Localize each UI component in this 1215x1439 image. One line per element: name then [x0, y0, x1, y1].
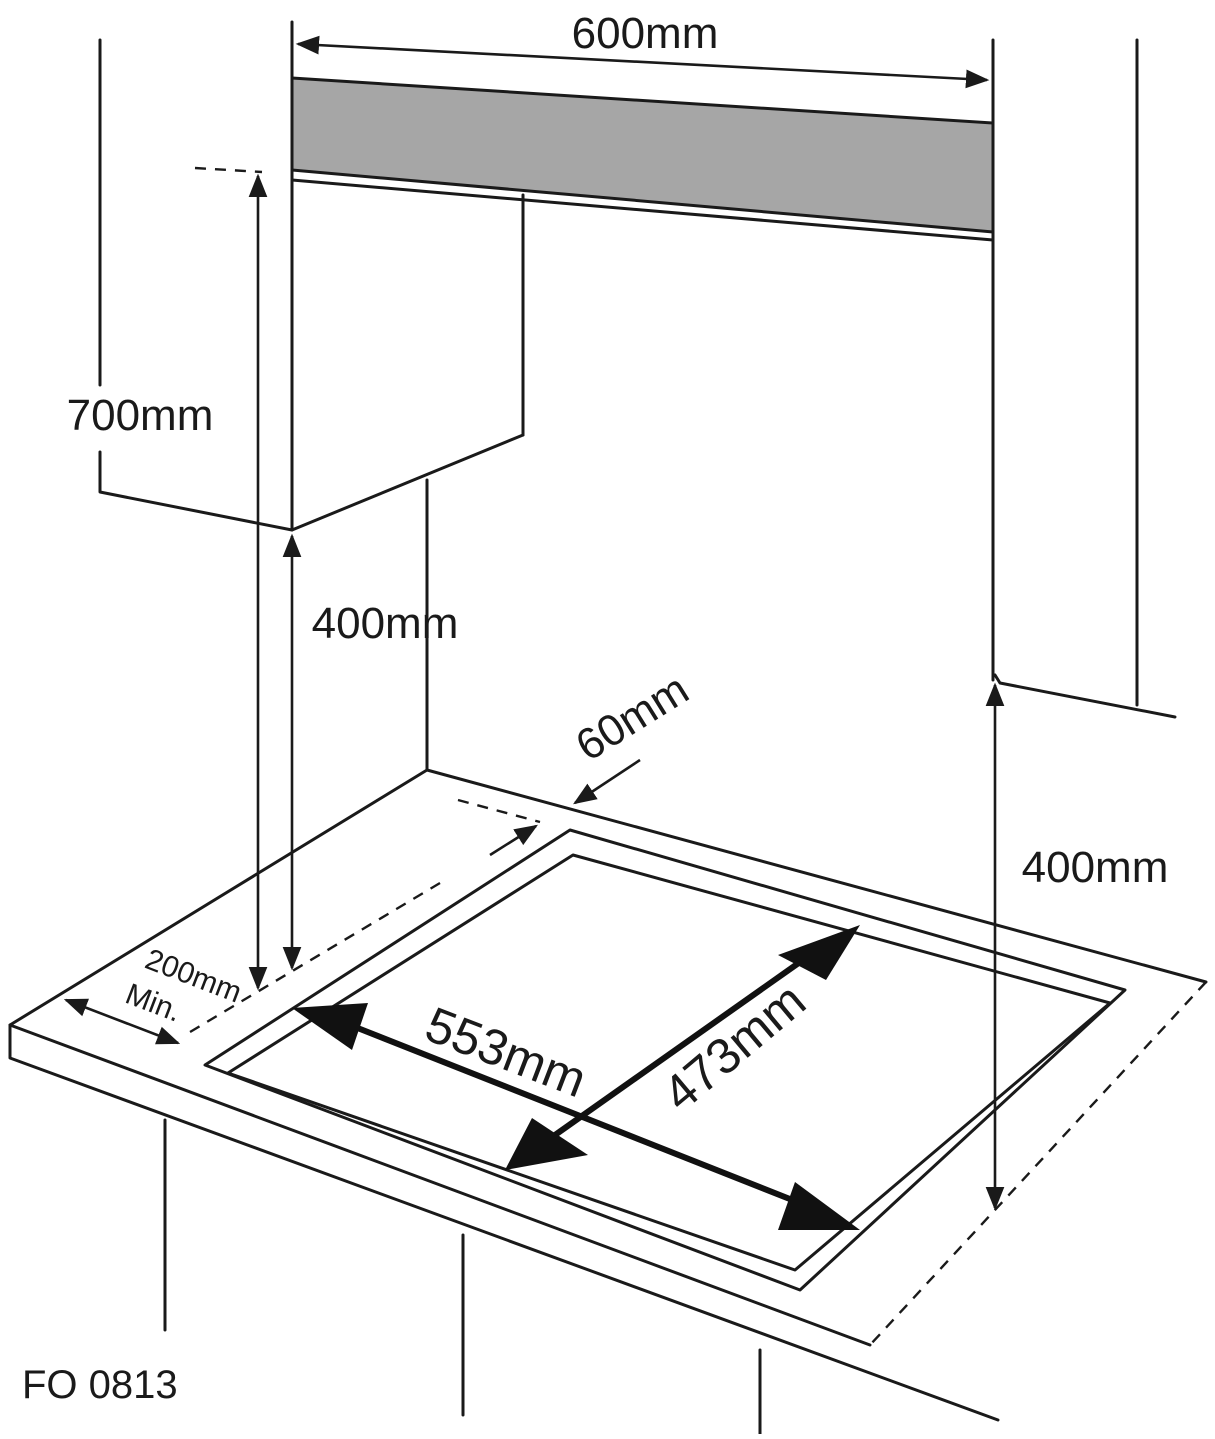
figure-code: FO 0813	[22, 1363, 178, 1407]
dim-400-left-label: 400mm	[312, 599, 459, 648]
dim-400-right: 400mm	[985, 682, 1169, 1211]
dim-60-arrow-bottom	[489, 824, 538, 857]
dim-60: 60mm	[489, 665, 697, 857]
dim-553-head-right	[778, 1182, 860, 1230]
right-cabinet-bottom	[993, 673, 1177, 719]
dim-400-left: 400mm	[282, 533, 459, 971]
dim-473-head-bottom	[505, 1118, 588, 1170]
dim-200-line	[63, 998, 181, 1045]
dim-600-line	[295, 35, 990, 89]
dim-60-label: 60mm	[567, 665, 697, 771]
side-ref-dash	[184, 881, 441, 1037]
dim-700-label: 700mm	[67, 391, 214, 440]
dim-60-arrow-top	[573, 758, 641, 805]
dim-553-head-left	[292, 1003, 368, 1050]
dashed-guides	[184, 166, 541, 1037]
hood-lower-edge	[290, 178, 995, 242]
rear-ref-dash	[457, 798, 541, 824]
cabinet-bottom-edge	[290, 433, 525, 532]
cooker-hood	[290, 76, 995, 242]
dim-200: 200mm Min.	[63, 943, 246, 1045]
dim-600-label: 600mm	[572, 9, 719, 58]
dim-553-line	[348, 1022, 807, 1208]
worktop-front-edge	[8, 1023, 1000, 1422]
dim-400-right-label: 400mm	[1022, 843, 1169, 892]
dim-473-line	[553, 952, 812, 1138]
dim-600: 600mm	[295, 9, 990, 89]
dim-700: 700mm	[67, 173, 268, 991]
left-wall-lower-line	[98, 450, 294, 532]
dim-473-head-top	[778, 925, 860, 980]
worktop-right-dashed	[869, 981, 1207, 1346]
wall-lines	[98, 38, 1177, 719]
hob-cutout	[203, 828, 1127, 1292]
back-wall-base	[425, 768, 1208, 984]
left-cabinet	[290, 20, 995, 682]
cutout-outer	[203, 828, 1127, 1292]
cutout-inner	[226, 853, 1112, 1272]
dim-553-label: 553mm	[418, 996, 594, 1108]
top-ref-dash	[194, 166, 263, 174]
